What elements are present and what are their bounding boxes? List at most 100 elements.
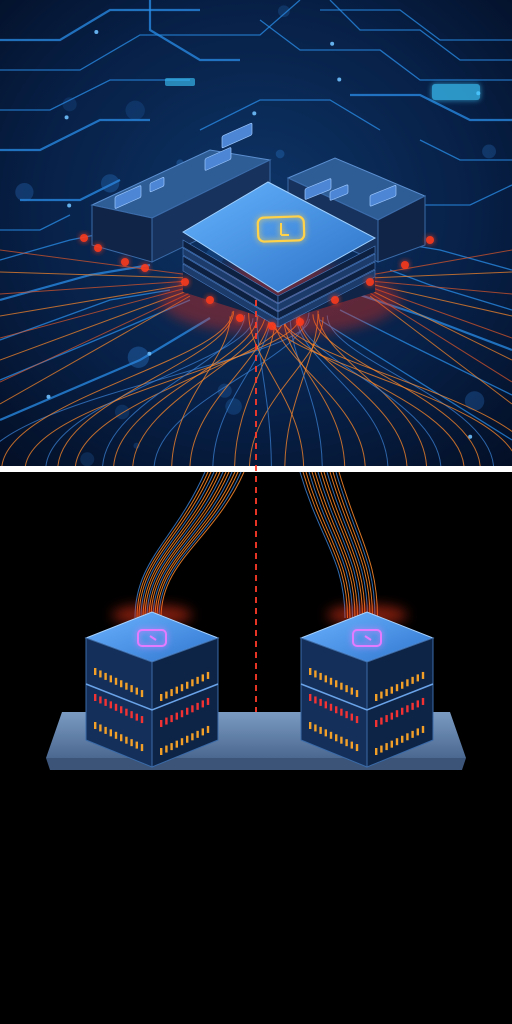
chip-top-face <box>182 181 377 293</box>
left-server-cube <box>84 605 220 768</box>
led-indicator <box>165 691 168 699</box>
circuit-trace <box>319 319 512 441</box>
led-indicator <box>206 671 210 679</box>
led-indicator <box>345 739 348 747</box>
led-indicator <box>120 734 123 742</box>
led-indicator <box>135 741 138 749</box>
led-indicator <box>160 720 163 727</box>
led-indicator <box>94 668 97 675</box>
led-indicator <box>395 738 399 746</box>
led-indicator <box>406 705 409 713</box>
led-indicator <box>165 745 168 753</box>
led-indicator <box>335 680 338 688</box>
glow-point <box>181 278 189 286</box>
led-indicator <box>94 694 97 701</box>
led-indicator <box>99 724 102 732</box>
signal-wire <box>323 471 366 619</box>
led-indicator <box>201 700 204 708</box>
led-indicator <box>416 728 419 736</box>
led-indicator <box>390 712 393 720</box>
trace-node <box>337 77 342 82</box>
led-indicator <box>340 708 343 716</box>
signal-wire <box>152 471 233 619</box>
circuit-trace <box>419 139 512 161</box>
circuit-trace <box>350 93 512 122</box>
circuit-trace <box>389 269 512 311</box>
chip-layer <box>277 261 376 320</box>
signal-wire <box>305 471 351 619</box>
circuit-trace <box>329 0 512 61</box>
glowing-component <box>432 84 480 100</box>
led-indicator <box>324 701 327 709</box>
signal-wire <box>150 471 230 619</box>
led-indicator <box>385 689 388 697</box>
led-indicator <box>170 715 173 723</box>
signal-wire <box>338 471 378 619</box>
led-indicator <box>385 743 388 751</box>
chip-layer <box>277 253 376 312</box>
glowing-component <box>165 78 195 86</box>
bokeh-dot <box>114 404 130 420</box>
cube-right-face <box>366 637 434 768</box>
led-indicator <box>355 690 359 698</box>
led-indicator <box>350 741 353 749</box>
led-indicator <box>416 674 419 682</box>
circuit-trace <box>0 8 200 42</box>
circuit-trace <box>0 79 190 111</box>
signal-wire <box>332 471 373 619</box>
glow-point <box>236 314 244 322</box>
module-component <box>304 178 332 200</box>
led-indicator <box>314 724 317 732</box>
central-chip <box>160 181 400 335</box>
bokeh-dot <box>278 5 290 18</box>
circuit-trace <box>320 9 512 41</box>
signal-wire <box>158 471 242 619</box>
led-indicator <box>130 685 133 693</box>
circuit-trace <box>0 0 301 71</box>
trace-node <box>468 434 473 439</box>
signal-wire <box>302 471 348 619</box>
circuit-trace <box>20 179 121 202</box>
led-indicator <box>201 674 204 682</box>
glow-point <box>331 296 339 304</box>
bokeh-dot <box>275 149 285 159</box>
led-indicator <box>421 697 425 705</box>
led-indicator <box>335 706 338 714</box>
signal-wire <box>317 471 361 619</box>
led-indicator <box>401 681 404 689</box>
led-indicator <box>401 707 404 715</box>
led-indicator <box>406 679 409 687</box>
led-indicator <box>125 682 128 690</box>
bokeh-dot <box>100 174 120 193</box>
led-indicator <box>180 684 184 692</box>
circuit-trace <box>0 289 171 341</box>
bokeh-dot <box>464 391 485 411</box>
led-indicator <box>350 713 353 721</box>
led-indicator <box>191 733 194 741</box>
led-indicator <box>114 703 118 711</box>
trace-node <box>330 41 335 46</box>
led-indicator <box>175 712 178 720</box>
bokeh-dot <box>125 100 145 120</box>
circuit-trace <box>148 0 240 62</box>
led-indicator <box>135 687 138 695</box>
led-indicator <box>411 702 414 710</box>
led-indicator <box>109 675 112 683</box>
glow-point <box>366 278 374 286</box>
led-indicator <box>170 689 173 697</box>
trace-node <box>94 30 99 35</box>
led-indicator <box>104 726 107 734</box>
signal-wire <box>369 249 512 276</box>
signal-wire <box>284 319 465 466</box>
circuit-trace <box>259 19 512 81</box>
signal-wire <box>146 471 224 619</box>
led-indicator <box>324 729 327 737</box>
signal-wire <box>148 471 227 619</box>
glow-point <box>94 244 102 252</box>
led-indicator <box>375 748 378 755</box>
led-indicator <box>104 672 107 680</box>
signal-wire <box>142 471 218 619</box>
cube-right-face <box>151 637 219 768</box>
led-indicator <box>201 728 204 736</box>
led-indicator <box>421 671 425 679</box>
